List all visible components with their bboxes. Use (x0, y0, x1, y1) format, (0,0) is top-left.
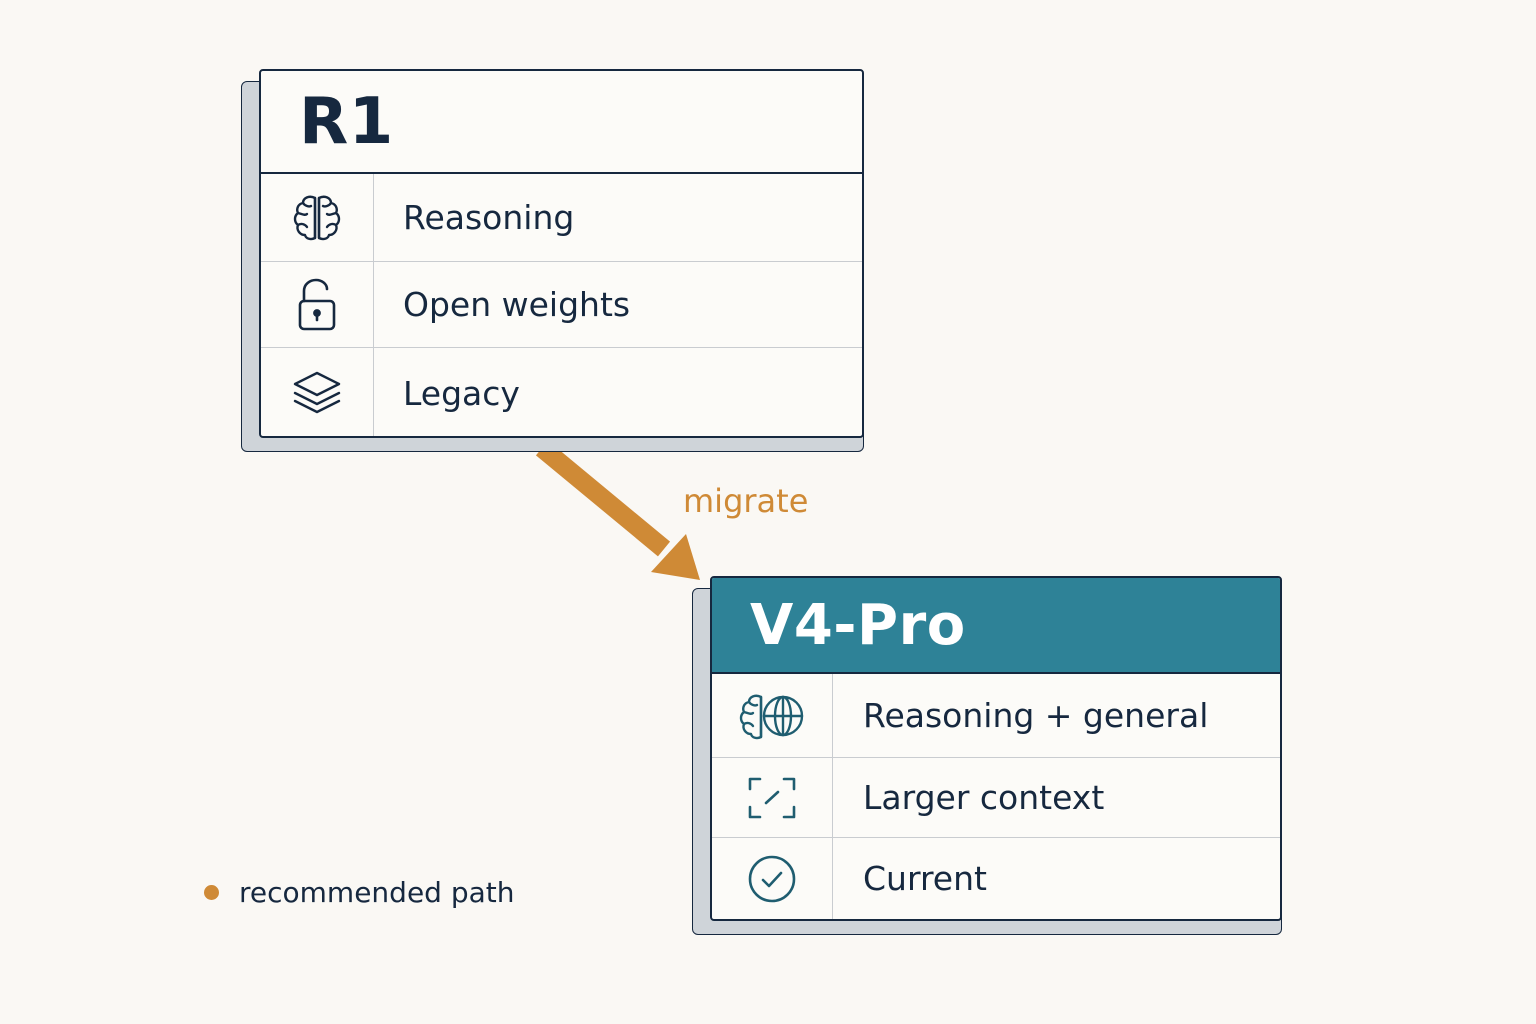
migrate-label: migrate (683, 482, 809, 520)
r1-row-legacy: Legacy (261, 348, 862, 436)
v4-pro-title: V4-Pro (750, 592, 966, 658)
v4-pro-card: V4-Pro Reasoning + general (692, 576, 1282, 935)
r1-label-reasoning: Reasoning (403, 198, 575, 237)
expand-frame-icon (748, 777, 796, 818)
v4-row-reasoning-general: Reasoning + general (712, 674, 1280, 758)
r1-title: R1 (299, 84, 394, 159)
v4-row-larger-context: Larger context (712, 758, 1280, 838)
legend: recommended path (204, 876, 515, 909)
brain-globe-icon (739, 694, 804, 739)
v4-pro-card-body: V4-Pro Reasoning + general (710, 576, 1282, 921)
r1-card-body: R1 Reasoning (259, 69, 864, 438)
v4-label-current: Current (863, 859, 987, 898)
stacked-layers-icon (293, 371, 341, 414)
r1-row-reasoning: Reasoning (261, 174, 862, 262)
brain-icon (293, 195, 341, 240)
legend-dot-icon (204, 885, 219, 900)
legend-label: recommended path (239, 876, 515, 909)
r1-card-header: R1 (261, 71, 862, 174)
v4-label-reasoning-general: Reasoning + general (863, 696, 1209, 735)
v4-pro-card-header: V4-Pro (712, 578, 1280, 674)
r1-row-open-weights: Open weights (261, 262, 862, 348)
v4-row-current: Current (712, 838, 1280, 919)
v4-label-larger-context: Larger context (863, 778, 1105, 817)
unlocked-padlock-icon (298, 278, 336, 330)
r1-card: R1 Reasoning (241, 69, 864, 452)
r1-label-legacy: Legacy (403, 373, 520, 413)
check-circle-icon (748, 855, 796, 902)
r1-label-open-weights: Open weights (403, 285, 631, 324)
